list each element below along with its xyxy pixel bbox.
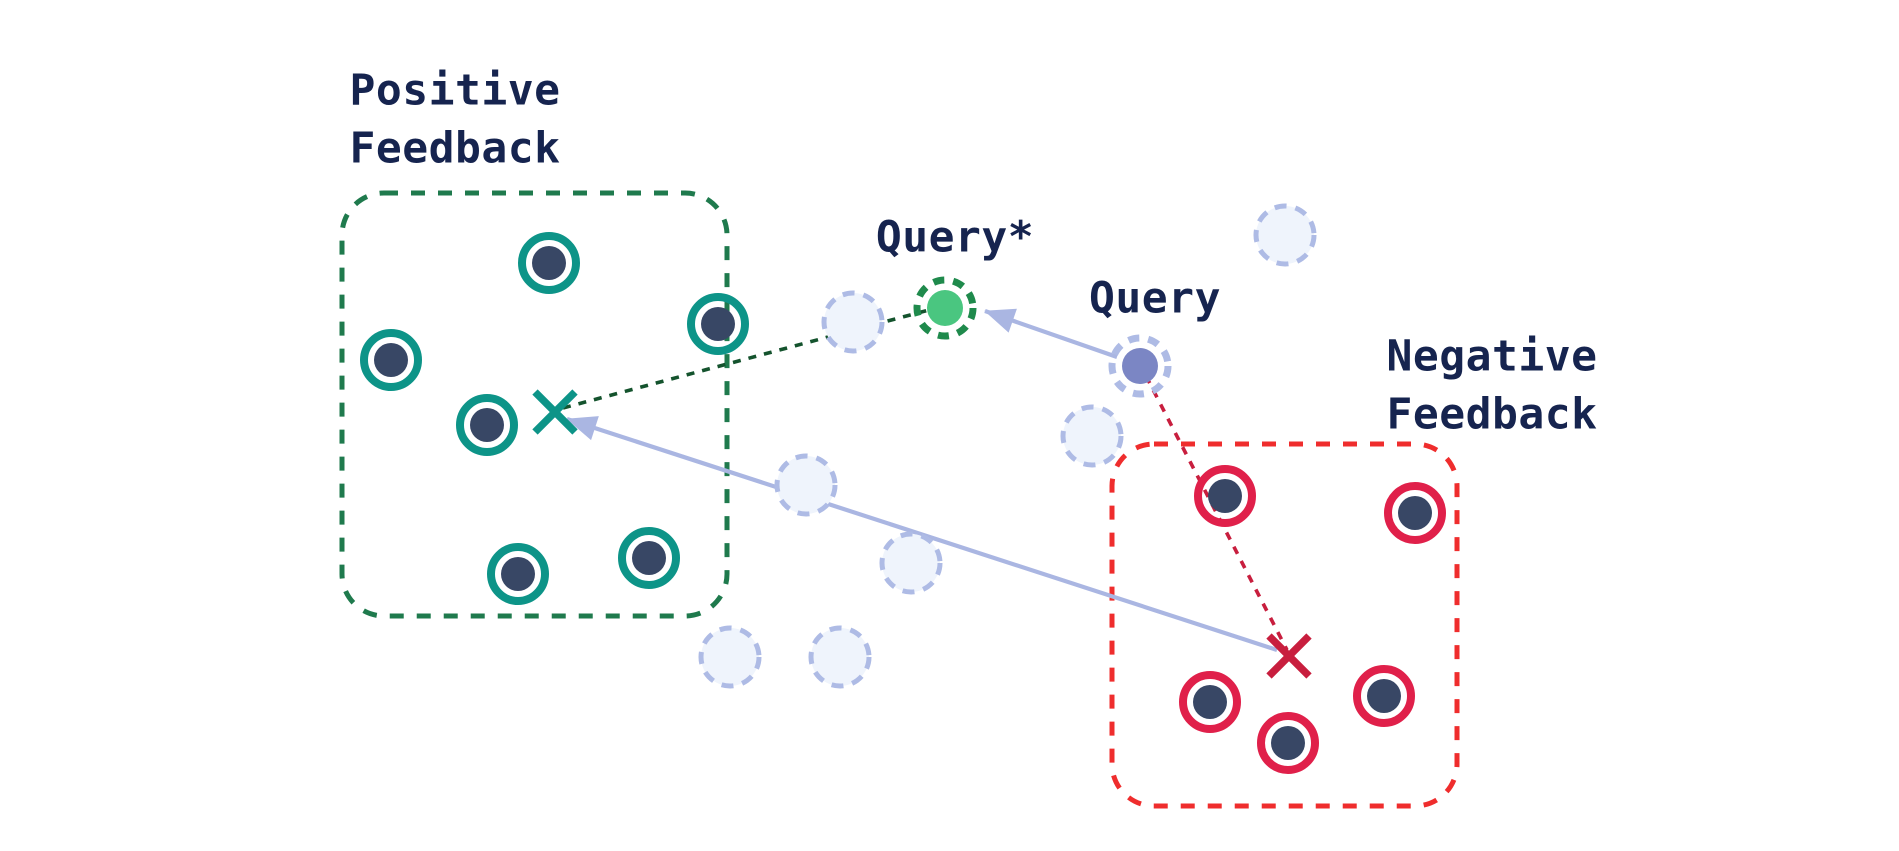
point-ring (518, 232, 580, 294)
neutral-point (1253, 203, 1317, 267)
connectors (562, 305, 1289, 652)
query-label: Query (1089, 274, 1221, 324)
negative_feedback_points (1179, 465, 1446, 774)
point-ring (1384, 482, 1446, 544)
positive_centroid_marker (532, 389, 578, 435)
positive-feedback-label-line1: Positive (349, 66, 560, 116)
neutral-point (821, 290, 885, 354)
point-core (701, 307, 735, 341)
neutral-point (879, 531, 943, 595)
point-core (501, 557, 535, 591)
neutral-point (1060, 404, 1124, 468)
point-ring (1194, 465, 1256, 527)
point-ring (1179, 671, 1241, 733)
point-ring (487, 543, 549, 605)
data-points (360, 203, 1446, 774)
query-ring (1108, 334, 1172, 398)
point-core (470, 408, 504, 442)
point-core (374, 343, 408, 377)
point-ring (1353, 665, 1415, 727)
negative-feedback-label-line2: Feedback (1386, 390, 1597, 440)
point-core (632, 541, 666, 575)
point-ring (618, 527, 680, 589)
neutral_points (698, 203, 1317, 689)
positive_feedback_points (360, 232, 749, 605)
point-ring (456, 394, 518, 456)
centroid-x-marker (1266, 633, 1312, 679)
point-core (1398, 496, 1432, 530)
query_point (1108, 334, 1172, 398)
point-core (1367, 679, 1401, 713)
query-star-label: Query* (876, 213, 1034, 263)
positive-feedback-box (339, 190, 730, 619)
query-core (1122, 348, 1158, 384)
point-core (1193, 685, 1227, 719)
query-to-query-star-arrow (984, 308, 1118, 359)
negative-feedback-box (1109, 441, 1460, 809)
point-ring (1257, 712, 1319, 774)
point-ring (360, 329, 422, 391)
positive-feedback-label-line2: Feedback (349, 124, 560, 174)
query-ring (913, 276, 977, 340)
neutral-point (698, 625, 762, 689)
diagram-labels: Positive Feedback Negative Feedback Quer… (349, 66, 1597, 440)
query_star_point (913, 276, 977, 340)
centroid-x-marker (532, 389, 578, 435)
neutral-point (808, 625, 872, 689)
negative_centroid_marker (1266, 633, 1312, 679)
point-ring (687, 293, 749, 355)
negative-feedback-label-line1: Negative (1386, 332, 1597, 382)
cluster-boxes (339, 190, 1460, 809)
point-core (532, 246, 566, 280)
point-core (1208, 479, 1242, 513)
point-core (1271, 726, 1305, 760)
query-core (927, 290, 963, 326)
neutral-point (774, 453, 838, 517)
query-to-negative-centroid (1144, 375, 1289, 651)
